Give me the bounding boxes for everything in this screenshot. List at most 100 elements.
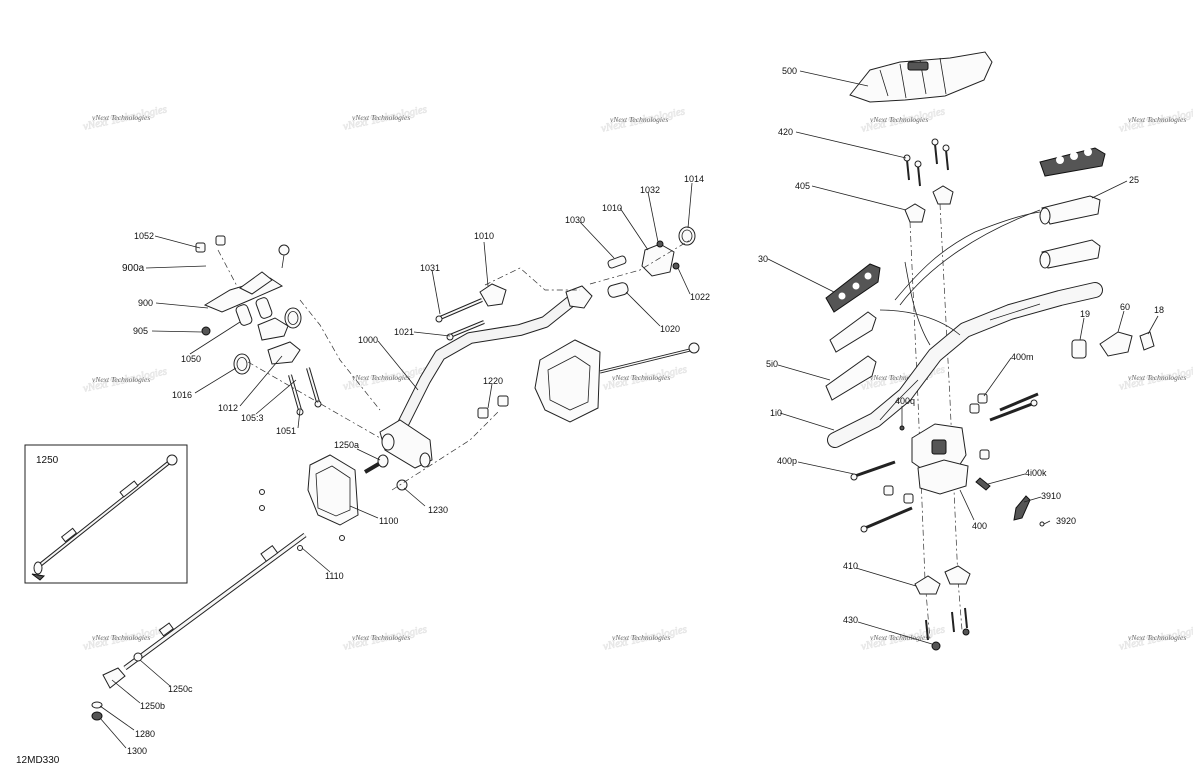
label-410: 410 [843, 561, 858, 571]
label-400p: 400p [777, 456, 797, 466]
label-1220: 1220 [483, 376, 503, 386]
watermark: vNext Technologies vNext Technologies [1118, 623, 1193, 653]
label-500: 500 [782, 66, 797, 76]
nut-400m [977, 393, 988, 404]
leader-lines [99, 70, 1159, 749]
label-420: 420 [778, 127, 793, 137]
clamp-lower [267, 341, 301, 365]
clamp-upper [257, 317, 289, 341]
steering-housing [259, 339, 700, 551]
nut-1300 [91, 711, 103, 721]
tie-rod-lower [91, 532, 307, 721]
watermarks: vNext Technologies vNext Technologies vN… [82, 103, 1193, 653]
label-1053: 105:3 [241, 413, 264, 423]
label-1030: 1030 [565, 215, 585, 225]
label-900a: 900a [122, 263, 145, 274]
grip-right-25 [1039, 195, 1101, 225]
bolt-1021 [446, 333, 454, 341]
watermark: vNext Technologies vNext Technologies [600, 105, 687, 135]
grip-510 [825, 355, 877, 401]
clamp-405 [904, 203, 926, 223]
ring-1014 [678, 226, 696, 246]
inset-box-1250: 1250 [24, 444, 188, 584]
throttle-cable [879, 209, 1041, 346]
label-1021: 1021 [394, 327, 414, 337]
label-400m: 400m [1011, 352, 1034, 362]
label-60: 60 [1120, 302, 1130, 312]
shaft-end-1250a [377, 454, 389, 468]
heated-grip-top [1039, 147, 1106, 177]
steering-bracket-group [195, 235, 381, 439]
pin-400q [899, 425, 905, 431]
spacer-1050 [235, 304, 253, 326]
label-1280: 1280 [135, 729, 155, 739]
cover-1100 [307, 454, 359, 526]
nut-1022 [672, 262, 680, 270]
label-110: 1i0 [770, 408, 782, 418]
nut-1032 [656, 240, 664, 248]
label-1014: 1014 [684, 174, 704, 184]
svg-text:vNext Technologies: vNext Technologies [1128, 115, 1186, 124]
svg-text:vNext Technologies: vNext Technologies [92, 375, 150, 384]
svg-text:vNext Technologies: vNext Technologies [870, 115, 928, 124]
bolt-420 [903, 138, 950, 187]
svg-text:vNext Technologies: vNext Technologies [870, 373, 928, 382]
handlebar-110 [827, 282, 1103, 448]
label-1300: 1300 [127, 746, 147, 756]
cap-18 [1139, 331, 1155, 351]
label-1012: 1012 [218, 403, 238, 413]
nut-1250c [133, 652, 143, 662]
watermark: vNext Technologies vNext Technologies [1118, 363, 1193, 393]
label-900: 900 [138, 298, 153, 308]
label-1250c: 1250c [168, 684, 193, 694]
riser-clamp-400 [850, 392, 1045, 651]
label-430: 430 [843, 615, 858, 625]
label-1051: 1051 [276, 426, 296, 436]
label-1052: 1052 [134, 231, 154, 241]
label-905: 905 [133, 326, 148, 336]
watermark: vNext Technologies vNext Technologies [82, 103, 169, 133]
sleeve-60 [1099, 331, 1133, 357]
label-400: 400 [972, 521, 987, 531]
sleeve-1030 [607, 255, 627, 269]
label-1010-left: 1010 [474, 231, 494, 241]
watermark: vNext Technologies vNext Technologies [1118, 105, 1193, 135]
bolt-1031 [435, 315, 443, 323]
washer-1230 [396, 479, 408, 491]
label-1010-right: 1010 [602, 203, 622, 213]
grip-left-lower [829, 311, 877, 353]
label-1022: 1022 [690, 292, 710, 302]
label-19: 19 [1080, 309, 1090, 319]
label-3920: 3920 [1056, 516, 1076, 526]
grip-right-lower [1039, 239, 1101, 269]
heated-grip-30 [825, 263, 881, 313]
end-parts-right [1071, 331, 1155, 359]
bushing-1016 [284, 307, 302, 329]
svg-text:vNext Technologies: vNext Technologies [352, 113, 410, 122]
svg-text:vNext Technologies: vNext Technologies [612, 633, 670, 642]
nut-430 [931, 641, 941, 651]
label-1016: 1016 [172, 390, 192, 400]
svg-text:vNext Technologies: vNext Technologies [352, 373, 410, 382]
label-400k: 4i00k [1025, 468, 1047, 478]
label-25: 25 [1129, 175, 1139, 185]
housing-right [534, 339, 601, 423]
label-30: 30 [758, 254, 768, 264]
label-1250b: 1250b [140, 701, 165, 711]
label-1230: 1230 [428, 505, 448, 515]
watermark: vNext Technologies vNext Technologies [342, 623, 429, 653]
svg-text:vNext Technologies: vNext Technologies [870, 633, 928, 642]
inset-label: 1250 [36, 455, 59, 466]
label-400q: 400q [895, 396, 915, 406]
bushing-1220 [477, 407, 489, 419]
nut-905 [201, 326, 211, 336]
steering-pivot-group [589, 226, 696, 298]
label-1100: 1100 [379, 516, 398, 526]
lever-3910 [1013, 495, 1031, 521]
cap-1052 [195, 242, 206, 253]
watermark: vNext Technologies vNext Technologies [602, 623, 689, 653]
label-1020: 1020 [660, 324, 680, 334]
svg-text:vNext Technologies: vNext Technologies [92, 113, 150, 122]
svg-text:vNext Technologies: vNext Technologies [92, 633, 150, 642]
